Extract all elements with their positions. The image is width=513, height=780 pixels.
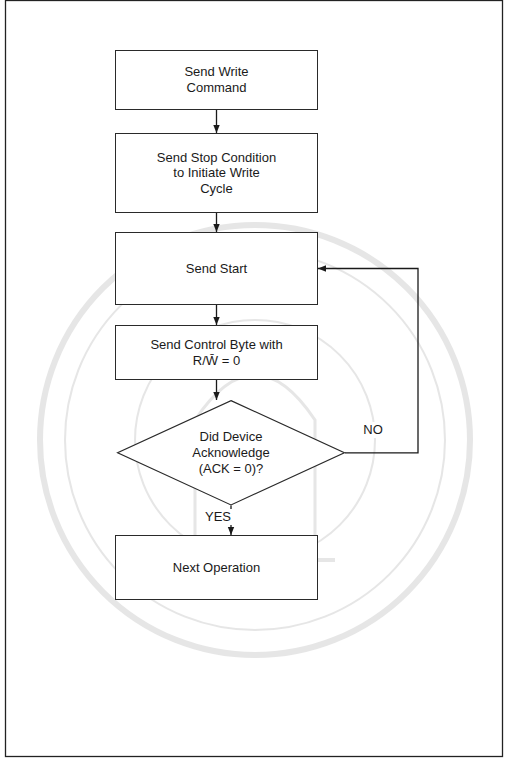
node-text: Send Stop Condition to Initiate Write Cy…: [157, 150, 277, 197]
node-text: Send Start: [186, 261, 247, 277]
process-box: Next Operation: [115, 535, 318, 600]
flow-arrow: [318, 269, 418, 453]
edge-label: YES: [203, 509, 233, 525]
process-box: Send Control Byte with R/W̄ = 0: [115, 325, 318, 380]
process-box: Send Start: [115, 232, 318, 305]
decision-diamond: Did Device Acknowledge (ACK = 0)?: [117, 400, 345, 506]
node-text: Send Write Command: [157, 64, 277, 95]
process-box: Send Stop Condition to Initiate Write Cy…: [115, 133, 318, 213]
edge-label: NO: [361, 422, 385, 438]
node-text: Send Control Byte with R/W̄ = 0: [147, 337, 287, 368]
flow-arrow: [216, 305, 217, 325]
flow-arrow: [216, 110, 217, 133]
process-box: Send Write Command: [115, 50, 318, 110]
watermark-seal: [40, 225, 470, 655]
node-text: Did Device Acknowledge (ACK = 0)?: [177, 429, 285, 476]
node-text: Next Operation: [173, 560, 260, 576]
flow-arrow: [216, 213, 217, 232]
outer-frame: [6, 1, 503, 757]
flow-arrow: [216, 380, 217, 400]
